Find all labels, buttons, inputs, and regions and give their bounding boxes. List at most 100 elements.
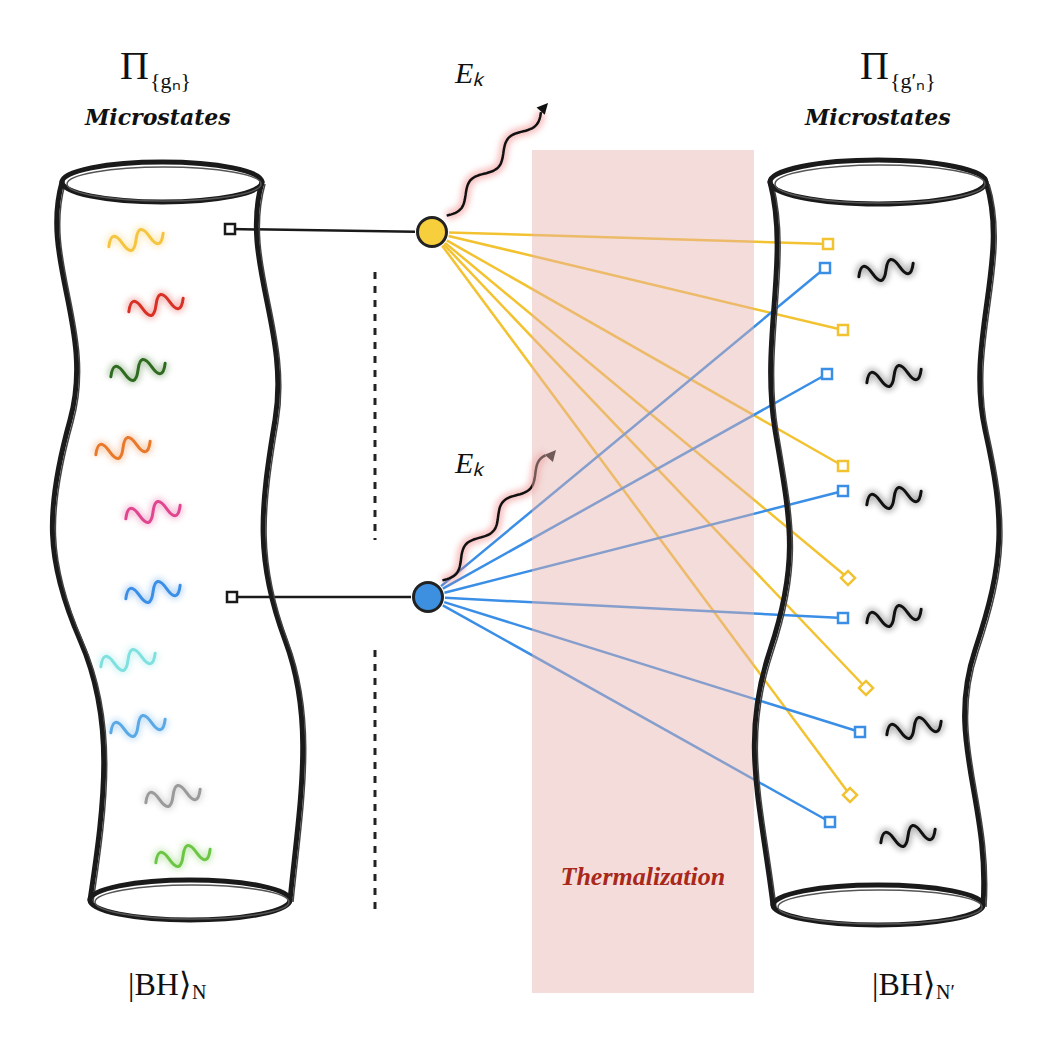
cylinder-side-sketch (757, 184, 792, 907)
endpoint-marker (820, 263, 830, 273)
cylinder-side (52, 182, 103, 900)
endpoint-marker (825, 817, 835, 827)
wave-stroke (144, 780, 203, 811)
wave-stroke (124, 496, 183, 527)
subscript: N (192, 981, 206, 1004)
cylinder-side (754, 182, 789, 905)
microstate-wave (109, 354, 168, 385)
photon-glow (447, 112, 541, 216)
wave-glow (124, 576, 183, 607)
wave-stroke (885, 712, 944, 743)
endpoint-marker (838, 486, 848, 496)
wave-glow (154, 840, 213, 871)
black-hole-cylinder: Π{g′ₙ} Microstates |BH⟩N′ (760, 30, 1040, 1020)
cylinder-rim-sketch (67, 167, 261, 201)
microstate-wave (127, 289, 186, 320)
wave-glow (885, 712, 944, 743)
wave-stroke (857, 254, 916, 285)
microstate-wave (154, 840, 213, 871)
subscript: {gₙ} (150, 64, 191, 94)
wave-stroke (879, 820, 938, 851)
wave-stroke (124, 576, 183, 607)
connector-line (232, 596, 411, 599)
wave-stroke (865, 360, 924, 391)
cylinder-rim (770, 160, 986, 204)
microstate-wave (94, 432, 153, 463)
arrow-head (537, 103, 548, 115)
energy-label: Eₖ (455, 441, 483, 482)
cylinder-side-sketch (55, 184, 106, 902)
ket-label: |BH⟩ (872, 965, 935, 1003)
cylinder-side-sketch (968, 184, 1002, 907)
endpoint-marker (855, 727, 865, 737)
wave-stroke (107, 224, 166, 255)
wave-glow (879, 820, 938, 851)
black-hole-cylinder: Π{gₙ} Microstates |BH⟩N (20, 30, 320, 1020)
pi-symbol: Π (860, 42, 889, 89)
microstate-wave (865, 360, 924, 391)
microstate-wave (879, 820, 938, 851)
microstate-wave (865, 600, 924, 631)
wave-glow (107, 224, 166, 255)
microstates-label: Microstates (85, 104, 231, 130)
wave-glow (865, 360, 924, 391)
wave-glow (857, 254, 916, 285)
band-label: Thermalization (561, 862, 726, 892)
cylinder-rim-sketch (95, 885, 289, 919)
cylinder-rim-sketch (775, 165, 985, 203)
photon-wave (447, 112, 541, 216)
wave-stroke (154, 840, 213, 871)
endpoint-marker (838, 613, 848, 623)
wave-glow (109, 710, 168, 741)
connector-line (230, 229, 415, 232)
endpoint-marker (841, 571, 855, 585)
wave-glow (127, 289, 186, 320)
wave-glow (124, 496, 183, 527)
endpoint-marker (838, 461, 848, 471)
endpoint-marker (225, 224, 235, 234)
wave-stroke (109, 710, 168, 741)
endpoint-marker (838, 325, 848, 335)
wave-stroke (865, 600, 924, 631)
cylinder-side (256, 182, 302, 900)
wave-glow (865, 482, 924, 513)
microstate-wave (885, 712, 944, 743)
wave-glow (865, 600, 924, 631)
microstate-wave (857, 254, 916, 285)
pi-symbol: Π (120, 42, 149, 89)
cylinder-rim (90, 880, 290, 920)
microstate-wave (107, 224, 166, 255)
ket-label: |BH⟩ (128, 965, 191, 1003)
emission-circle: Eₖ (416, 216, 448, 248)
microstate-wave (144, 780, 203, 811)
wave-glow (94, 432, 153, 463)
microstate-wave (124, 496, 183, 527)
endpoint-marker (822, 369, 832, 379)
cylinder-side (965, 182, 999, 905)
cylinder-rim (773, 885, 983, 925)
cylinder-side-sketch (259, 184, 305, 902)
microstate-wave (99, 644, 158, 675)
subscript: {g′ₙ} (890, 64, 936, 94)
dashed-line (374, 272, 377, 540)
wave-glow (144, 780, 203, 811)
emission-circle: Eₖ (412, 581, 444, 613)
endpoint-marker (227, 592, 237, 602)
wave-glow (99, 644, 158, 675)
energy-label: Eₖ (455, 51, 483, 92)
endpoint-marker (823, 239, 833, 249)
wave-stroke (127, 289, 186, 320)
microstate-wave (124, 576, 183, 607)
subscript: N′ (936, 981, 955, 1004)
microstates-label: Microstates (805, 104, 951, 130)
wave-stroke (99, 644, 158, 675)
wave-glow (109, 354, 168, 385)
endpoint-marker (843, 788, 857, 802)
microstate-wave (865, 482, 924, 513)
endpoint-marker (859, 681, 873, 695)
cylinder-rim-sketch (778, 890, 982, 924)
thermalization-band: Thermalization (532, 150, 754, 993)
